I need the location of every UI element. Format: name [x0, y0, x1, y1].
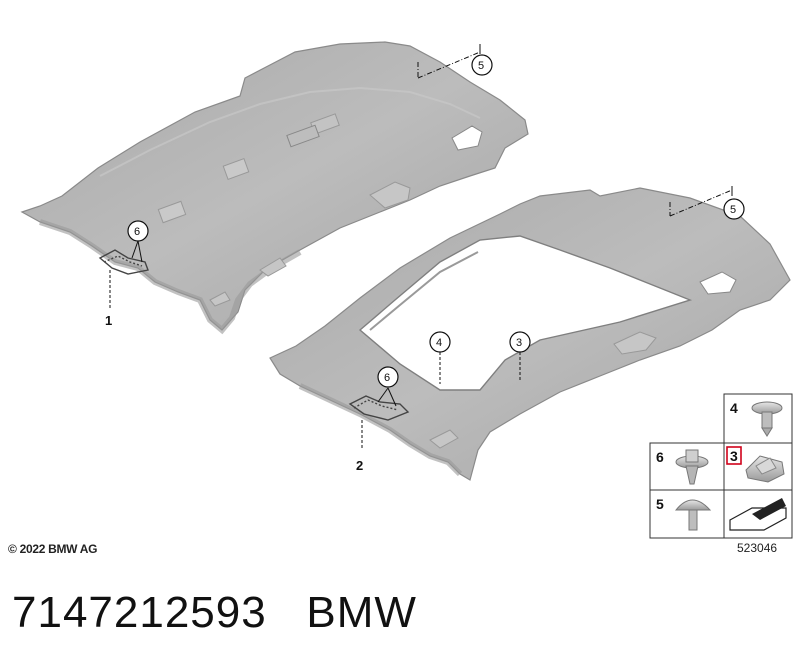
copyright-notice: © 2022 BMW AG [8, 542, 98, 556]
svg-text:5: 5 [730, 204, 736, 216]
key-cell-3: 3 [726, 446, 785, 483]
svg-text:2: 2 [356, 458, 363, 473]
svg-text:4: 4 [436, 337, 442, 349]
callout-2: 2 [356, 420, 363, 473]
svg-text:3: 3 [516, 337, 522, 349]
callout-1: 1 [105, 270, 112, 328]
key-table: 4 3 6 5 [649, 393, 793, 539]
callout-6a: 6 [127, 220, 149, 263]
bracket-2 [348, 395, 410, 421]
key-cell-6: 6 [656, 449, 709, 485]
key-cell-5: 5 [656, 496, 712, 531]
callout-5b: 5 [669, 186, 745, 220]
key-cell-4: 4 [730, 400, 783, 437]
callout-6b: 6 [377, 366, 399, 407]
headliner-2 [269, 187, 791, 481]
svg-text:6: 6 [384, 372, 390, 384]
svg-text:6: 6 [656, 449, 664, 465]
svg-text:4: 4 [730, 400, 738, 416]
svg-text:3: 3 [730, 448, 738, 464]
svg-text:1: 1 [105, 313, 112, 328]
bracket-1 [98, 249, 149, 275]
callout-5a: 5 [417, 44, 493, 79]
brand-name: BMW [306, 588, 417, 637]
svg-text:5: 5 [478, 60, 484, 72]
key-cell-symbol [729, 498, 787, 531]
svg-text:6: 6 [134, 226, 140, 238]
headliner-1 [20, 41, 529, 335]
svg-text:5: 5 [656, 496, 664, 512]
part-number: 7147212593 [12, 588, 267, 637]
callout-3: 3 [509, 331, 531, 380]
drawing-number: 523046 [737, 541, 778, 555]
callout-4: 4 [429, 331, 451, 384]
footer-caption: 7147212593 BMW [12, 588, 417, 638]
